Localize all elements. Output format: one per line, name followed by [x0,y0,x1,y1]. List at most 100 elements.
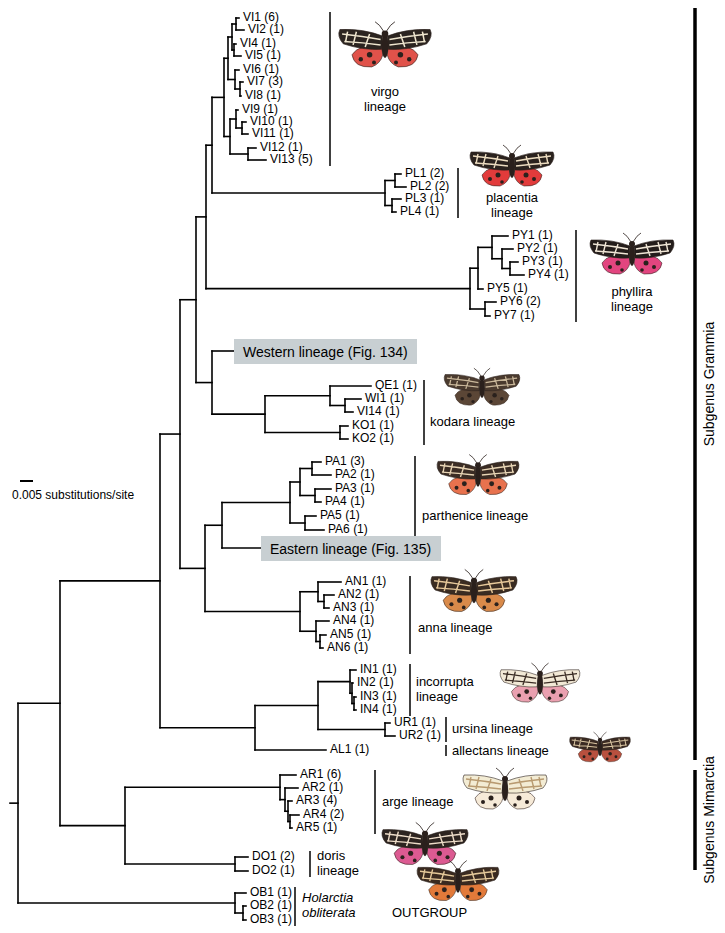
moth-wing-pair-part [486,376,517,389]
moth-wing-pair-part [620,268,624,272]
moth-illustration-part [455,868,461,874]
haplotype-label: OB3 (1) [250,913,292,927]
scale-bar [20,481,33,482]
haplotype-label: DO1 (2) [252,850,295,864]
moth-wing-pair-part [469,887,474,892]
haplotype-label: KO2 (1) [352,432,394,446]
tree-branch [159,434,161,728]
haplotype-label: PY2 (1) [517,242,558,256]
lineage-bracket [409,576,411,654]
moth-illustration-part [422,831,428,837]
lineage-label: OUTGROUP [392,906,467,921]
tree-branch [385,205,392,207]
tree-branch [304,516,306,530]
tree-branch [315,621,317,642]
moth-wing-pair [463,775,503,809]
moth-wing-pair-part [478,579,514,593]
subgenus-bracket [693,8,697,760]
tree-branch [485,315,490,317]
haplotype-label: PA2 (1) [335,468,375,482]
tree-branch [125,863,235,865]
moth-illustration-part [503,145,521,154]
tree-branch [255,749,326,751]
moth-wing-pair-part [500,180,504,184]
tree-branch [329,386,331,406]
lineage-label: doris lineage [317,849,369,879]
moth-wing-pair-part [488,177,492,181]
moth-wing-pair-part [495,602,499,606]
tree-branch [236,109,238,111]
tree-branch [231,24,233,50]
subgenus-brackets [695,8,696,870]
moth-wing-pair-part [559,694,563,698]
tree-branch [247,148,249,160]
moth-wing-pair-part [588,752,592,756]
tree-branch [205,611,300,613]
haplotype-label: PY6 (2) [500,295,541,309]
tree-branch [248,159,266,161]
tree-branch [240,81,243,83]
tree-branch [300,591,318,593]
tree-branch [212,413,265,415]
moth-wing-pair-part [460,397,464,401]
moth-wing-pair [444,374,480,405]
tree-branch [300,495,315,497]
moth-illustration-part [471,581,477,604]
lineage-box-label: Eastern lineage (Fig. 135) [270,541,431,558]
lineage-label: phyllira lineage [600,285,664,315]
moth-wing-pair-part [435,892,439,896]
moth-wing-pair-part [480,461,519,479]
tree-branch [212,192,385,194]
moth-wing-pair-part [481,800,485,804]
lineage-label: anna lineage [418,621,492,636]
haplotype-label: PL3 (1) [405,192,444,206]
tree-branch [242,121,246,123]
tree-branch [492,258,502,260]
tree-branch [60,825,125,827]
moth-illustration-part [598,740,602,756]
lineage-box-label: Western lineage (Fig. 134) [243,344,408,361]
tree-branch [59,581,61,826]
moth-illustration-part [479,375,484,380]
tree-branch [180,299,196,301]
moth-wing-pair-part [640,268,644,272]
tree-branch [124,787,126,864]
haplotype-label: PY3 (1) [522,255,563,269]
tree-branch [501,249,503,269]
moth-wing-pair-part [372,61,376,65]
haplotype-label: IN1 (1) [360,663,397,677]
haplotype-label: KO1 (1) [352,419,394,433]
haplotype-label: AR5 (1) [296,821,337,835]
moth-wing-pair-part [590,240,630,258]
moth-wing-pair-part [434,579,470,593]
moth-illustrations [339,22,674,901]
tree-branch [241,122,243,134]
tree-branch [318,581,341,583]
tree-branch [212,350,234,352]
tree-branch [235,110,237,128]
moth-illustration [431,569,517,611]
tree-branch [248,147,256,149]
tree-branch [211,351,213,414]
moth-illustration-part [496,768,514,777]
moth-illustration-part [509,153,515,159]
moth-wing-pair-part [489,400,492,403]
tree-branch [351,683,353,704]
tree-branch [222,547,261,549]
haplotype-label: PL4 (1) [400,205,439,219]
moth-wing-pair-part [394,61,398,65]
moth-illustration-part [537,671,543,677]
tree-branch [315,488,331,490]
tree-branch [323,595,325,608]
moth-wing-pair [427,829,468,864]
moth-wing-pair-part [413,859,417,863]
tree-branch [234,55,241,57]
haplotype-label: VI13 (5) [270,153,313,167]
moth-illustration-part [416,822,434,831]
moth-wing-pair-part [466,777,501,791]
moth-wing-pair-part [460,867,499,885]
tree-branch [345,411,353,413]
moth-wing-pair-part [446,895,450,899]
tree-branch [318,681,350,683]
haplotype-label: PY5 (1) [487,282,528,296]
